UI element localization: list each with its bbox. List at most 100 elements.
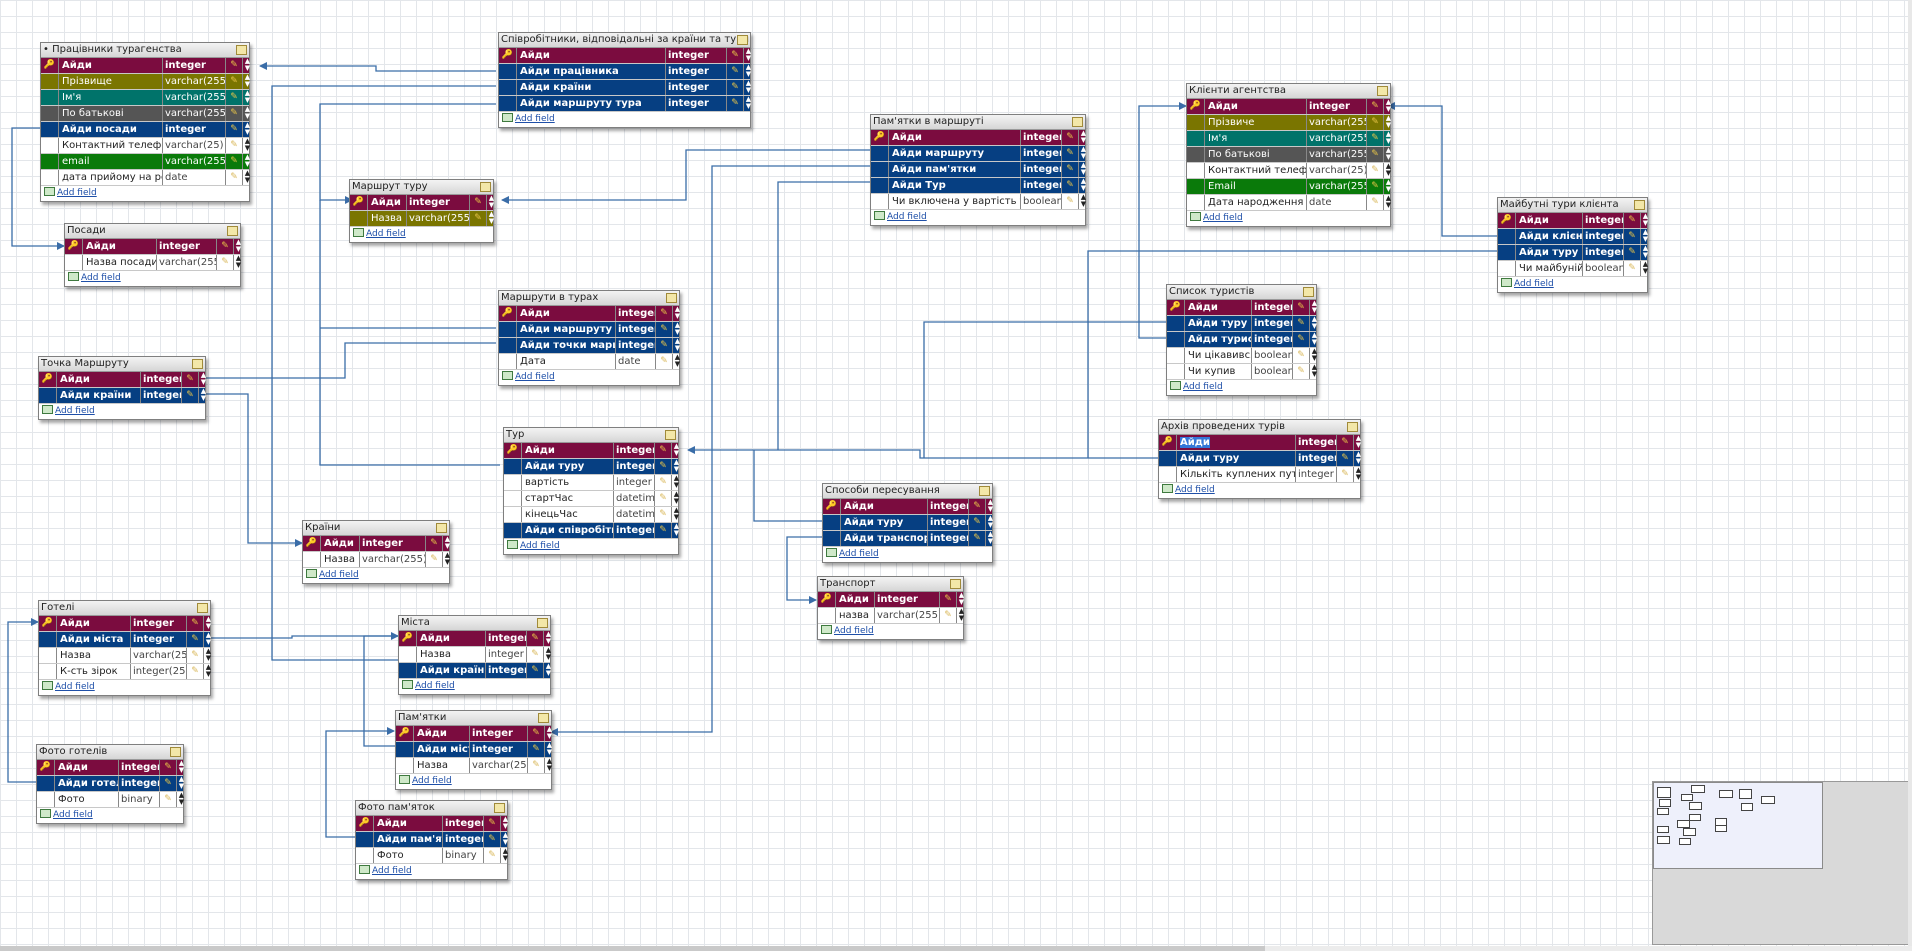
field-name-cell[interactable]: По батькові: [59, 106, 163, 121]
reorder-arrows-icon[interactable]: ▲▼: [673, 458, 680, 473]
pencil-icon[interactable]: ✎: [656, 338, 673, 353]
reorder-arrows-icon[interactable]: ▲▼: [545, 630, 552, 645]
reorder-arrows-icon[interactable]: ▲▼: [546, 741, 553, 756]
reorder-arrows-icon[interactable]: ▲▼: [502, 831, 509, 846]
reorder-arrows-icon[interactable]: ▲▼: [1355, 450, 1362, 465]
add-field-link[interactable]: Add field: [57, 188, 97, 198]
pencil-icon[interactable]: ✎: [1624, 261, 1641, 276]
edit-table-icon[interactable]: [436, 523, 447, 533]
field-name-cell[interactable]: Айди країни: [517, 80, 666, 95]
field-type[interactable]: varchar(255): [472, 758, 528, 773]
field-name-cell[interactable]: Айди туру: [1185, 316, 1252, 331]
pencil-icon[interactable]: ✎: [656, 306, 673, 321]
edit-table-icon[interactable]: [227, 226, 238, 236]
field-name-cell[interactable]: Айди: [414, 726, 470, 741]
add-field-link[interactable]: Add field: [319, 570, 359, 580]
table-title[interactable]: Готелі: [39, 601, 210, 616]
field-name-cell[interactable]: Фото: [55, 792, 119, 807]
field-type[interactable]: integer: [157, 239, 217, 254]
field-type[interactable]: integer: [1307, 99, 1367, 114]
field-type[interactable]: integer: [486, 647, 527, 662]
field-type[interactable]: integer: [616, 443, 655, 458]
reorder-arrows-icon[interactable]: ▲▼: [1080, 161, 1087, 176]
field-type[interactable]: varchar(255): [877, 608, 940, 623]
field-row[interactable]: Айди туристаinteger✎▲▼: [1167, 332, 1317, 348]
pencil-icon[interactable]: ✎: [226, 74, 243, 89]
pencil-icon[interactable]: ✎: [727, 80, 744, 95]
add-field-link[interactable]: Add field: [366, 229, 406, 239]
field-name-cell[interactable]: Айди пам'ятки: [889, 162, 1021, 177]
edit-table-icon[interactable]: [665, 430, 676, 440]
pencil-icon[interactable]: ✎: [528, 742, 545, 757]
table-title[interactable]: Список туристів: [1167, 285, 1316, 300]
reorder-arrows-icon[interactable]: ▲▼: [673, 490, 680, 505]
pencil-icon[interactable]: ✎: [527, 631, 544, 646]
edit-table-icon[interactable]: [1303, 287, 1314, 297]
edit-table-icon[interactable]: [1347, 422, 1358, 432]
field-type[interactable]: binary: [443, 848, 484, 863]
field-type[interactable]: integer: [131, 632, 187, 647]
pencil-icon[interactable]: ✎: [1624, 245, 1641, 260]
reorder-arrows-icon[interactable]: ▲▼: [987, 530, 994, 545]
reorder-arrows-icon[interactable]: ▲▼: [1385, 98, 1392, 113]
pencil-icon[interactable]: ✎: [1367, 147, 1384, 162]
pencil-icon[interactable]: ✎: [426, 536, 443, 551]
table-title[interactable]: Маршрут туру: [350, 180, 493, 195]
field-type[interactable]: integer: [616, 523, 655, 538]
pencil-icon[interactable]: ✎: [160, 760, 177, 775]
field-type[interactable]: integer: [407, 195, 470, 210]
pencil-icon[interactable]: ✎: [969, 499, 986, 514]
minimap[interactable]: [1652, 781, 1910, 945]
pencil-icon[interactable]: ✎: [187, 632, 204, 647]
vertical-scrollbar[interactable]: [1908, 0, 1912, 951]
pencil-icon[interactable]: ✎: [160, 776, 177, 791]
field-name-cell[interactable]: Айди: [55, 760, 119, 775]
pencil-icon[interactable]: ✎: [656, 354, 673, 369]
pencil-icon[interactable]: ✎: [484, 848, 501, 863]
reorder-arrows-icon[interactable]: ▲▼: [674, 337, 681, 352]
field-type[interactable]: binary: [119, 792, 160, 807]
horizontal-scrollbar-thumb[interactable]: [0, 946, 1265, 951]
field-name-cell[interactable]: Айди: [321, 536, 360, 551]
field-type[interactable]: datetime: [616, 491, 655, 506]
edit-table-icon[interactable]: [737, 35, 748, 45]
field-name-cell[interactable]: Айди: [59, 58, 163, 73]
field-name-cell[interactable]: Айди маршруту тура: [517, 96, 666, 111]
field-type[interactable]: varchar(255): [131, 648, 187, 663]
field-type[interactable]: integer: [131, 616, 187, 631]
field-type[interactable]: varchar(255): [165, 74, 226, 89]
pencil-icon[interactable]: ✎: [1293, 364, 1310, 379]
field-type[interactable]: integer: [143, 372, 182, 387]
field-type[interactable]: integer: [1298, 451, 1337, 466]
pencil-icon[interactable]: ✎: [727, 48, 744, 63]
field-name-cell[interactable]: Айди маршруту: [889, 146, 1021, 161]
reorder-arrows-icon[interactable]: ▲▼: [444, 551, 451, 566]
pencil-icon[interactable]: ✎: [1062, 178, 1079, 193]
field-type[interactable]: integer: [445, 832, 484, 847]
reorder-arrows-icon[interactable]: ▲▼: [502, 815, 509, 830]
pencil-icon[interactable]: ✎: [1367, 163, 1384, 178]
field-type[interactable]: varchar(255): [1307, 115, 1367, 130]
reorder-arrows-icon[interactable]: ▲▼: [1385, 162, 1392, 177]
pencil-icon[interactable]: ✎: [160, 792, 177, 807]
